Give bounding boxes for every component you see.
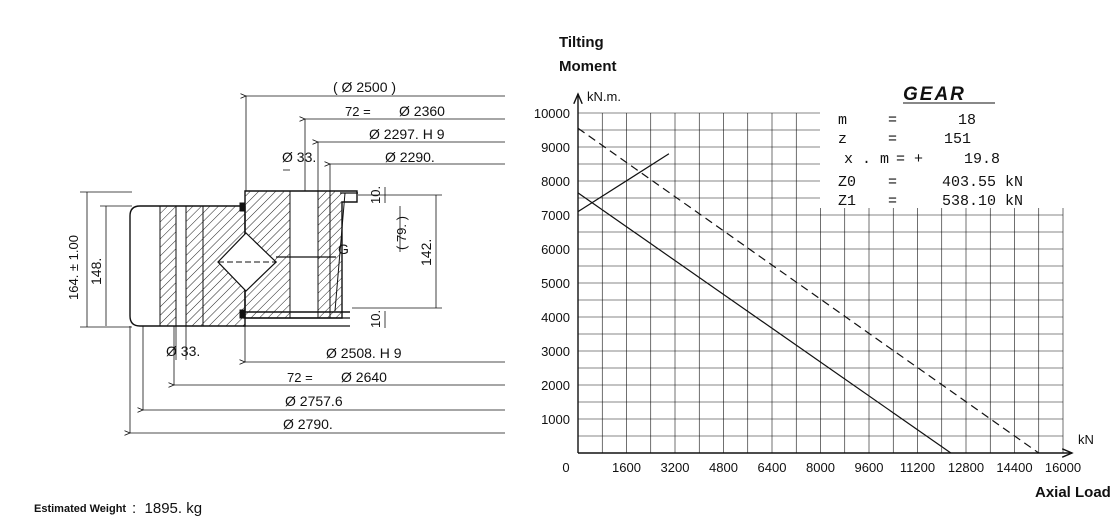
dim-2360: Ø 2360 — [399, 103, 445, 119]
gear-xm-eq: = + — [896, 151, 923, 168]
gear-z0-val: 403.55 kN — [942, 174, 1023, 191]
dim-height-164: 164. ± 1.00 — [66, 235, 81, 300]
gear-z-val: 151 — [944, 131, 971, 148]
y-tick-labels: 1000 2000 3000 4000 5000 6000 7000 8000 9000 1000… — [534, 106, 570, 427]
dimension-lines — [80, 96, 505, 433]
gear-z0-sym: Z0 — [838, 174, 856, 191]
x-tick-label: 8000 — [806, 460, 835, 475]
gear-table: GEAR m = 18 z = 151 x . m = + 19.8 Z0 = … — [820, 80, 1066, 210]
chart-series — [577, 127, 1040, 454]
bearing-section-drawing — [129, 190, 358, 327]
dim-height-10-top: 10. — [368, 186, 383, 204]
estimated-weight-label: Estimated Weight — [34, 503, 127, 515]
x-tick-label: 9600 — [855, 460, 884, 475]
x-tick-label: 14400 — [996, 460, 1032, 475]
estimated-weight-value: : 1895. kg — [132, 500, 202, 517]
series-line-2 — [577, 127, 1040, 454]
x-tick-label: 3200 — [661, 460, 690, 475]
y-tick-label: 3000 — [541, 344, 570, 359]
x-tick-label: 16000 — [1045, 460, 1081, 475]
series-line-1 — [577, 192, 952, 454]
dim-2790: Ø 2790. — [283, 416, 333, 432]
y-tick-label: 2000 — [541, 378, 570, 393]
y-tick-label: 10000 — [534, 106, 570, 121]
dim-height-79: ( 79. ) — [394, 216, 409, 250]
dim-2297: Ø 2297. H 9 — [369, 126, 445, 142]
dim-height-148: 148. — [88, 258, 104, 285]
dim-2640: Ø 2640 — [341, 369, 387, 385]
y-tick-label: 9000 — [541, 140, 570, 155]
x-tick-label: 0 — [562, 460, 569, 475]
gear-xm-sym: x . m — [844, 151, 889, 168]
outer-ring — [129, 205, 246, 327]
y-tick-label: 7000 — [541, 208, 570, 223]
gear-title: GEAR — [903, 84, 966, 105]
dim-33-bottom: Ø 33. — [166, 343, 200, 359]
x-tick-label: 12800 — [948, 460, 984, 475]
dim-2290: Ø 2290. — [385, 149, 435, 165]
x-tick-label: 11200 — [900, 460, 935, 475]
x-unit-label: kN — [1078, 432, 1094, 447]
y-tick-label: 1000 — [541, 412, 570, 427]
gear-m-eq: = — [888, 112, 897, 129]
weight-number: 1895. kg — [144, 500, 203, 517]
gear-z1-val: 538.10 kN — [942, 193, 1023, 210]
dim-33-top: Ø 33. — [282, 149, 316, 165]
gear-z1-eq: = — [888, 193, 897, 210]
x-tick-label: 4800 — [709, 460, 738, 475]
gear-z-eq: = — [888, 131, 897, 148]
gear-mark: G — [338, 241, 349, 257]
x-axis-label: Axial Load — [1035, 484, 1111, 501]
dim-2508: Ø 2508. H 9 — [326, 345, 402, 361]
y-tick-label: 8000 — [541, 174, 570, 189]
x-tick-labels: 0 1600 3200 4800 6400 8000 9600 11200 12800 14400… — [562, 460, 1081, 475]
gear-m-sym: m — [838, 112, 847, 129]
gear-z-sym: z — [838, 131, 847, 148]
x-tick-label: 6400 — [758, 460, 787, 475]
y-tick-label: 4000 — [541, 310, 570, 325]
chart-title-line-1: Tilting — [559, 34, 604, 51]
gear-xm-val: 19.8 — [964, 151, 1000, 168]
series-line-3 — [577, 153, 670, 213]
y-tick-label: 5000 — [541, 276, 570, 291]
gear-z1-sym: Z1 — [838, 193, 856, 210]
dim-height-10-bottom: 10. — [368, 310, 383, 328]
y-tick-label: 6000 — [541, 242, 570, 257]
x-tick-label: 1600 — [612, 460, 641, 475]
chart-title-line-2: Moment — [559, 58, 617, 75]
dim-teeth-prefix: 72 = — [345, 104, 371, 119]
weight-separator: : — [132, 500, 137, 517]
dim-teeth-prefix-2: 72 = — [287, 370, 313, 385]
dim-2500: ( Ø 2500 ) — [333, 79, 396, 95]
gear-z0-eq: = — [888, 174, 897, 191]
gear-m-val: 18 — [958, 112, 976, 129]
y-unit-label: kN.m. — [587, 89, 621, 104]
dim-height-142: 142. — [418, 239, 434, 266]
dim-2757: Ø 2757.6 — [285, 393, 343, 409]
dimension-labels: ( Ø 2500 ) 72 = Ø 2360 Ø 2297. H 9 Ø 229… — [66, 79, 445, 432]
